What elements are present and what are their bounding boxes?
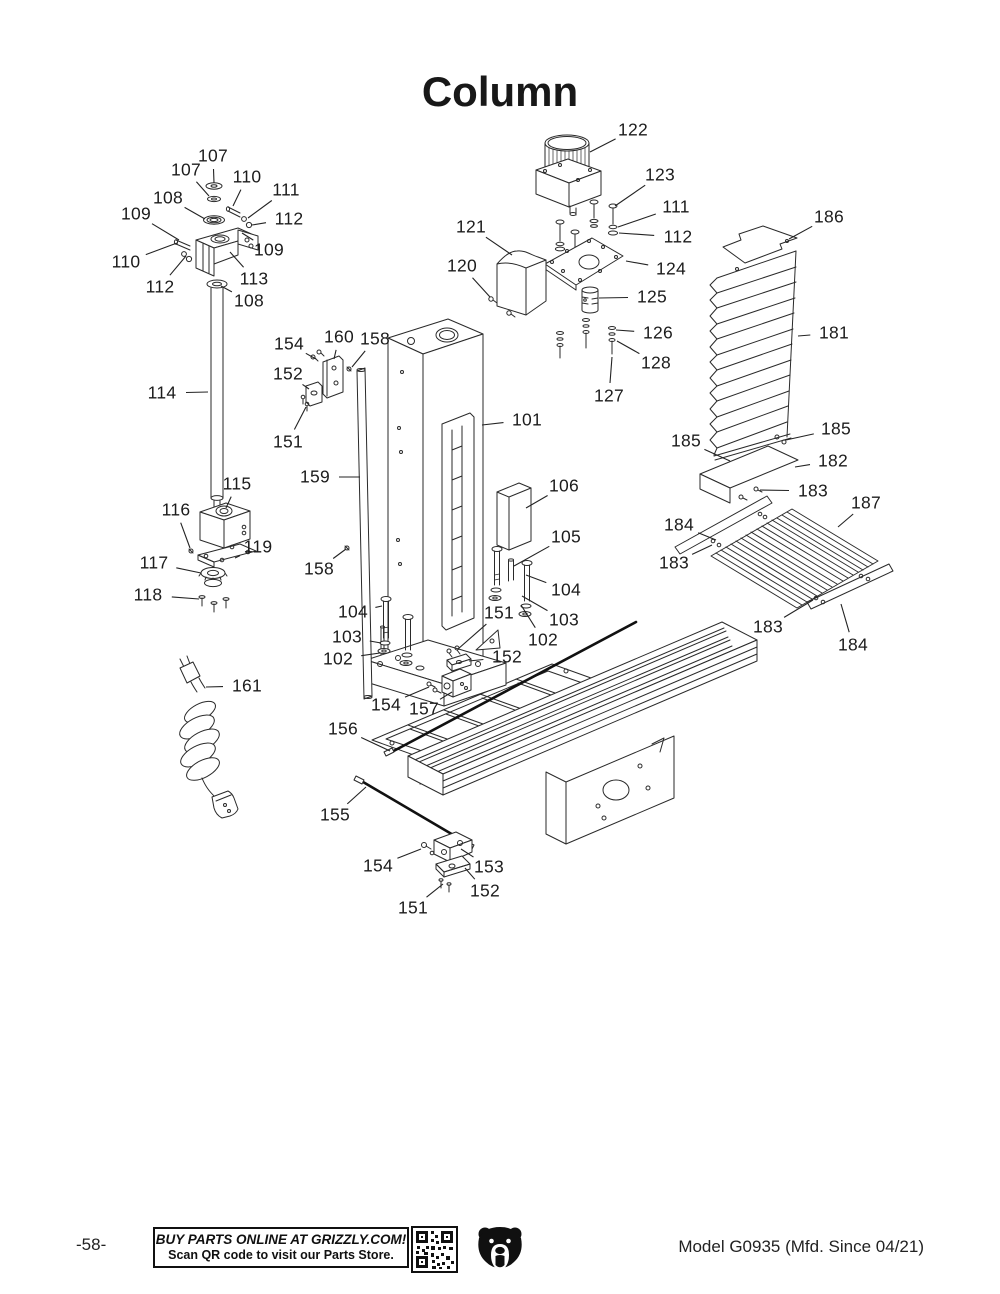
part-callout-159: 159 — [299, 466, 331, 487]
part-callout-103: 103 — [331, 626, 363, 647]
part-callout-161: 161 — [231, 675, 263, 696]
part-callout-111: 111 — [662, 196, 690, 217]
part-callout-104: 104 — [337, 601, 369, 622]
part-callout-126: 126 — [642, 322, 674, 343]
part-callout-110: 110 — [232, 166, 262, 187]
parts-banner: BUY PARTS ONLINE AT GRIZZLY.COM! Scan QR… — [153, 1227, 409, 1268]
part-callout-156: 156 — [327, 718, 359, 739]
banner-headline: BUY PARTS ONLINE AT GRIZZLY.COM! — [155, 1232, 407, 1247]
part-callout-127: 127 — [593, 385, 625, 406]
coupling-125 — [581, 286, 599, 314]
limit-bracket-160 — [300, 349, 344, 412]
part-callout-183: 183 — [658, 552, 690, 573]
part-callout-183: 183 — [752, 616, 784, 637]
part-callout-183: 183 — [797, 480, 829, 501]
part-callout-102: 102 — [322, 648, 354, 669]
bolts-left — [377, 596, 414, 666]
part-callout-185: 185 — [820, 418, 852, 439]
part-callout-128: 128 — [640, 352, 672, 373]
leadscrew-assembly — [173, 182, 259, 513]
part-callout-158: 158 — [359, 328, 391, 349]
banner-subtext: Scan QR code to visit our Parts Store. — [168, 1248, 394, 1262]
model-label: Model G0935 (Mfd. Since 04/21) — [678, 1237, 924, 1256]
part-callout-184: 184 — [663, 514, 695, 535]
part-callout-109: 109 — [120, 203, 152, 224]
part-callout-185: 185 — [670, 430, 702, 451]
part-callout-119: 119 — [243, 536, 273, 557]
part-callout-184: 184 — [837, 634, 869, 655]
part-callout-101: 101 — [511, 409, 543, 430]
page-title: Column — [421, 68, 579, 115]
part-callout-121: 121 — [455, 216, 487, 237]
part-callout-113: 113 — [239, 268, 269, 289]
block-121 — [488, 250, 547, 318]
part-callout-158: 158 — [303, 558, 335, 579]
part-callout-104: 104 — [550, 579, 582, 600]
mount-plate-124 — [544, 237, 624, 291]
part-callout-106: 106 — [548, 475, 580, 496]
part-callout-153: 153 — [473, 856, 505, 877]
keeper-blocks — [426, 645, 472, 698]
part-callout-111: 111 — [272, 179, 300, 200]
part-callout-116: 116 — [161, 499, 191, 520]
page-number: -58- — [76, 1235, 107, 1254]
part-callout-110: 110 — [111, 251, 141, 272]
rod-156 — [383, 620, 638, 757]
part-callout-107: 107 — [170, 159, 202, 180]
part-callout-115: 115 — [222, 473, 252, 494]
part-callout-109: 109 — [253, 239, 285, 260]
bracket-182 — [699, 445, 799, 504]
part-callout-112: 112 — [145, 276, 175, 297]
part-callout-160: 160 — [323, 326, 355, 347]
part-callout-152: 152 — [469, 880, 501, 901]
part-callout-181: 181 — [818, 322, 850, 343]
part-callout-108: 108 — [152, 187, 184, 208]
part-callout-105: 105 — [550, 526, 582, 547]
plate-106 — [496, 482, 532, 551]
part-callout-108: 108 — [233, 290, 265, 311]
part-callout-107: 107 — [197, 145, 229, 166]
part-callout-112: 112 — [274, 208, 304, 229]
part-callout-187: 187 — [850, 492, 882, 513]
part-callout-186: 186 — [813, 206, 845, 227]
part-callout-154: 154 — [362, 855, 394, 876]
qr-code-icon — [411, 1226, 458, 1273]
nut-block-assembly — [188, 502, 257, 613]
motor-bolts — [554, 199, 619, 261]
part-callout-151: 151 — [483, 602, 515, 623]
part-callout-152: 152 — [491, 646, 523, 667]
part-callout-122: 122 — [617, 119, 649, 140]
part-callout-102: 102 — [527, 629, 559, 650]
part-callout-112: 112 — [663, 226, 693, 247]
part-callout-103: 103 — [548, 609, 580, 630]
part-callout-182: 182 — [817, 450, 849, 471]
part-callout-114: 114 — [147, 382, 177, 403]
part-callout-155: 155 — [319, 804, 351, 825]
part-callout-151: 151 — [397, 897, 429, 918]
part-callout-151: 151 — [272, 431, 304, 452]
part-callout-125: 125 — [636, 286, 668, 307]
power-cord-161 — [179, 655, 239, 819]
table — [407, 621, 758, 796]
part-callout-120: 120 — [446, 255, 478, 276]
motor-122 — [535, 134, 602, 216]
part-callout-118: 118 — [133, 584, 163, 605]
column-101 — [387, 318, 484, 687]
part-callout-124: 124 — [655, 258, 687, 279]
fastener-stacks — [556, 318, 616, 359]
part-callout-154: 154 — [370, 694, 402, 715]
part-callout-117: 117 — [139, 552, 169, 573]
part-callout-154: 154 — [273, 333, 305, 354]
part-callout-123: 123 — [644, 164, 676, 185]
part-callout-152: 152 — [272, 363, 304, 384]
rod-155 — [353, 775, 475, 850]
rod-bracket-bottom — [421, 831, 473, 893]
grizzly-bear-logo — [478, 1227, 522, 1271]
part-callout-157: 157 — [408, 698, 440, 719]
table-pedestal — [545, 735, 675, 845]
bellows-181 — [709, 225, 798, 470]
